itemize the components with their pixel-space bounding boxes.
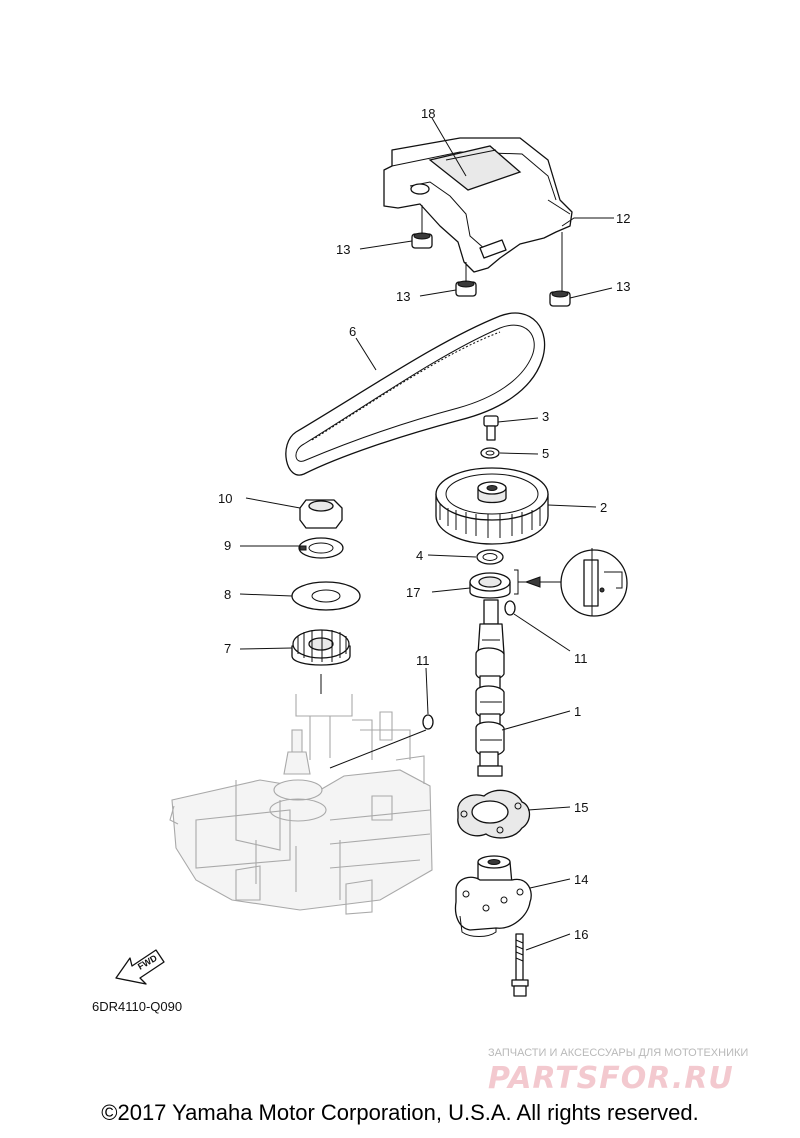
- grommet-13-right: [549, 290, 571, 307]
- bolt-3: [483, 415, 499, 441]
- callout-13-right: 13: [616, 279, 630, 294]
- gasket-15: [457, 789, 531, 839]
- cam-pulley-2: [435, 467, 549, 545]
- callout-3: 3: [542, 409, 549, 424]
- callout-5: 5: [542, 446, 549, 461]
- callout-12: 12: [616, 211, 630, 226]
- fwd-arrow: FWD: [115, 949, 165, 985]
- grommet-13-left: [411, 232, 433, 249]
- callout-13-left: 13: [336, 242, 350, 257]
- callout-11-left: 11: [416, 653, 430, 668]
- timing-belt: [285, 312, 546, 476]
- oil-pump-14: [454, 855, 532, 937]
- callout-18: 18: [421, 106, 435, 121]
- callout-17: 17: [406, 585, 420, 600]
- oil-seal-detail: [518, 548, 628, 617]
- engine-block: [169, 694, 433, 915]
- grommet-13-center: [455, 280, 477, 297]
- callout-15: 15: [574, 800, 588, 815]
- washer-4: [476, 549, 504, 565]
- timing-belt-cover: [383, 137, 573, 273]
- washer-9: [298, 537, 344, 559]
- camshaft-1: [475, 599, 505, 777]
- watermark: ЗАПЧАСТИ И АКСЕССУАРЫ ДЛЯ МОТОТЕХНИКИ PA…: [488, 1047, 748, 1096]
- callout-14: 14: [574, 872, 588, 887]
- dowel-pin-11-left: [422, 714, 434, 730]
- oil-seal-17: [469, 569, 519, 599]
- callout-1: 1: [574, 704, 581, 719]
- dowel-pin-11-right: [504, 600, 516, 616]
- plate-8: [291, 581, 361, 611]
- callout-4: 4: [416, 548, 423, 563]
- callout-2: 2: [600, 500, 607, 515]
- callouts: 18 12 13 13 13 6 3 5 2 10 9 8 7 4 17 11 …: [218, 106, 630, 942]
- crank-pulley-7: [291, 629, 351, 666]
- bolt-16: [511, 933, 529, 997]
- callout-10: 10: [218, 491, 232, 506]
- callout-7: 7: [224, 641, 231, 656]
- callout-8: 8: [224, 587, 231, 602]
- leader-lines: [239, 117, 614, 951]
- diagram-code: 6DR4110-Q090: [92, 999, 182, 1014]
- nut-10: [299, 499, 343, 529]
- copyright-notice: ©2017 Yamaha Motor Corporation, U.S.A. A…: [101, 1100, 699, 1125]
- callout-9: 9: [224, 538, 231, 553]
- callout-13-center: 13: [396, 289, 410, 304]
- callout-11-right: 11: [574, 651, 588, 666]
- watermark-logo: PARTSFOR.RU: [488, 1061, 734, 1096]
- watermark-tagline: ЗАПЧАСТИ И АКСЕССУАРЫ ДЛЯ МОТОТЕХНИКИ: [488, 1047, 748, 1059]
- callout-6: 6: [349, 324, 356, 339]
- callout-16: 16: [574, 927, 588, 942]
- washer-5: [480, 447, 500, 459]
